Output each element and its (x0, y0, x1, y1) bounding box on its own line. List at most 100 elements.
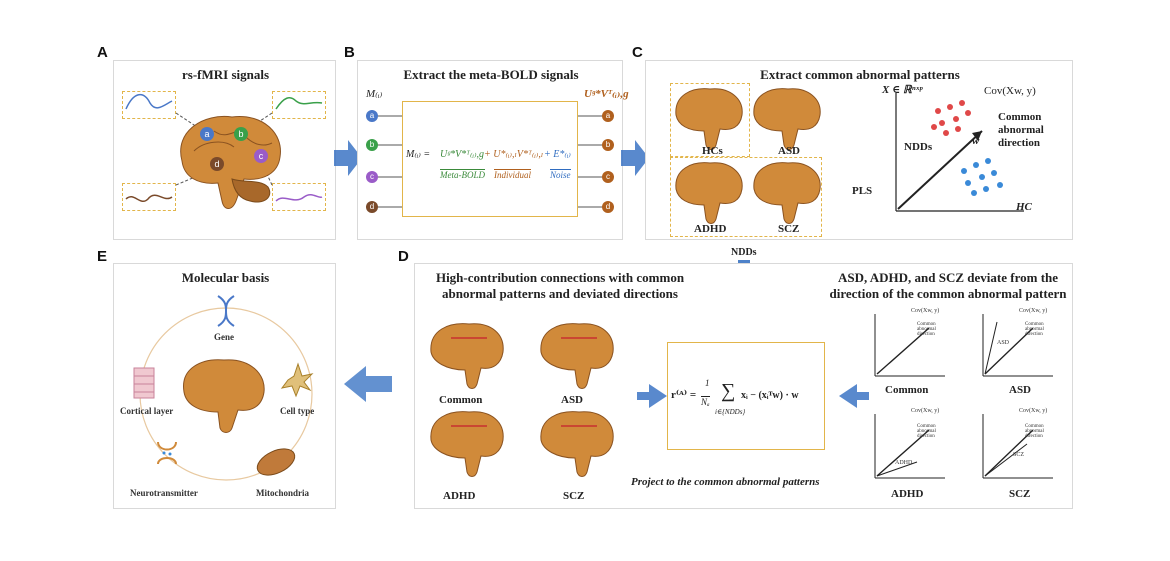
d-right-title-2: direction of the common abnormal pattern (829, 286, 1067, 301)
b-out-node-d: d (602, 201, 614, 213)
eq-individual: + U*₍ᵢ₎,ₗV*ᵀ₍ᵢ₎,ₗ (484, 149, 544, 160)
panel-e-title: Molecular basis (181, 270, 270, 285)
mini-asd-label: ASD (997, 340, 1010, 346)
mini-common-dir-1: Common abnormal direction (917, 322, 936, 337)
node-b-icon: b (234, 127, 248, 141)
panel-c-brains (675, 88, 1024, 224)
group-label-asd: ASD (778, 145, 801, 157)
d-brain-scz: SCZ (563, 490, 585, 502)
projection-formula-box (667, 342, 825, 450)
panel-label-e: E (97, 248, 108, 265)
group-box-hcs (670, 83, 750, 157)
formula-sub: i∈{NDDs} (715, 408, 746, 416)
mini-label-asd: ASD (1009, 384, 1032, 396)
panel-b-title: Extract the meta-BOLD signals (403, 67, 579, 82)
hc-axis-label: HC (1016, 201, 1032, 213)
mini-common-dir-3: Common abnormal direction (917, 424, 936, 439)
panel-a: rs-fMRI signals a b c d (113, 60, 336, 240)
mini-label-scz: SCZ (1009, 488, 1031, 500)
b-in-node-d: d (366, 201, 378, 213)
item-cell-type: Cell type (280, 406, 315, 416)
item-mitochondria: Mitochondria (256, 488, 309, 498)
node-c-icon: c (254, 149, 268, 163)
item-gene: Gene (214, 332, 234, 342)
formula-box (402, 101, 578, 217)
mini-scz-label: SCZ (1013, 452, 1025, 458)
panel-d: High-contribution connections with commo… (414, 263, 1073, 509)
node-a-icon: a (200, 127, 214, 141)
panel-a-title: rs-fMRI signals (181, 67, 270, 82)
b-out-node-b: b (602, 139, 614, 151)
panel-b: Extract the meta-BOLD signals M₍ᵢ₎ Uᵍ*Vᵀ… (357, 60, 629, 240)
signal-waves-a (125, 94, 323, 209)
formula-lhs: r⁽ᴬ⁾ = (671, 389, 697, 401)
mini-common-dir-4: Common abnormal direction (1025, 424, 1044, 439)
b-out-node-c: c (602, 171, 614, 183)
mini-adhd-label: ADHD (895, 460, 913, 466)
formula-frac-num: 1 (705, 378, 710, 388)
item-neurotransmitter: Neurotransmitter (130, 488, 198, 498)
panel-e: Molecular basis Gene Cell type Mitochond… (113, 263, 336, 509)
d-brain-common: Common (439, 394, 483, 406)
panel-label-a: A (97, 44, 108, 61)
group-label-scz: SCZ (778, 223, 800, 235)
b-out-node-a: a (602, 110, 614, 122)
panel-d-graphics (430, 314, 1053, 479)
arrow-d-to-e (344, 366, 392, 402)
signal-box-a (122, 91, 176, 119)
panel-label-c: C (632, 44, 643, 61)
d-brain-asd: ASD (561, 394, 584, 406)
w-label: w (972, 135, 980, 147)
group-box-ndds (670, 157, 822, 237)
mini-label-common: Common (885, 384, 929, 396)
common-label-2: abnormal (998, 124, 1044, 136)
ndds-arrow-label: NDDs (731, 247, 757, 258)
b-in-node-a: a (366, 110, 378, 122)
pls-label: PLS (852, 185, 873, 197)
signal-box-b (272, 91, 326, 119)
mini-label-adhd: ADHD (891, 488, 924, 500)
group-label-hcs: HCs (702, 145, 723, 157)
panel-label-d: D (398, 248, 409, 265)
ndds-label: NDDs (904, 141, 933, 153)
common-label-1: Common (998, 111, 1042, 123)
x-space-label: X ∈ ℝⁿˣᵖ (882, 84, 923, 96)
eq-noise: + E*₍ᵢ₎ (544, 149, 571, 160)
arrow-b-to-c (621, 140, 649, 176)
b-in-node-b: b (366, 139, 378, 151)
mini-cov-4: Cov(Xw, y) (1019, 408, 1048, 414)
d-left-title-1: High-contribution connections with commo… (435, 270, 685, 285)
signal-box-d (122, 183, 176, 211)
formula-sum: ∑ (721, 380, 736, 402)
item-cortical-layer: Cortical layer (120, 406, 174, 416)
formula-rhs: xᵢ − (xᵢᵀw) · w (741, 390, 799, 401)
panel-b-lines (378, 115, 602, 208)
d-left-title-2: abnormal patterns and deviated direction… (442, 286, 678, 301)
u-label: Uᵍ*Vᵀ₍ᵢ₎,g (584, 88, 629, 100)
panel-label-b: B (344, 44, 355, 61)
mini-cov-2: Cov(Xw, y) (1019, 308, 1048, 314)
signal-box-c (272, 183, 326, 211)
node-d-icon: d (210, 157, 224, 171)
panel-c-title: Extract common abnormal patterns (760, 67, 960, 82)
d-brain-adhd: ADHD (443, 490, 476, 502)
mini-common-dir-2: Common abnormal direction (1025, 322, 1044, 337)
label-individual: Individual (494, 169, 531, 180)
arrow-a-to-b (334, 140, 362, 176)
m-label: M₍ᵢ₎ (366, 88, 383, 100)
cov-label: Cov(Xw, y) (984, 85, 1036, 97)
group-label-adhd: ADHD (694, 223, 727, 235)
panel-e-graphic (133, 295, 314, 481)
common-label-3: direction (998, 137, 1040, 149)
b-in-node-c: c (366, 171, 378, 183)
label-meta-bold: Meta-BOLD (440, 169, 485, 180)
mini-cov-1: Cov(Xw, y) (911, 308, 940, 314)
panel-c: Extract common abnormal patterns HCs ASD… (645, 60, 1073, 240)
mini-cov-3: Cov(Xw, y) (911, 408, 940, 414)
formula-frac-den: Nₐ (701, 396, 710, 407)
project-caption: Project to the common abnormal patterns (631, 476, 820, 488)
label-noise: Noise (550, 169, 571, 180)
eq-meta: Uᵍ*V*ᵀ₍ᵢ₎,g (440, 149, 485, 160)
d-right-title-1: ASD, ADHD, and SCZ deviate from the (837, 270, 1059, 285)
eq-lhs: M₍ᵢ₎ = (406, 149, 431, 160)
